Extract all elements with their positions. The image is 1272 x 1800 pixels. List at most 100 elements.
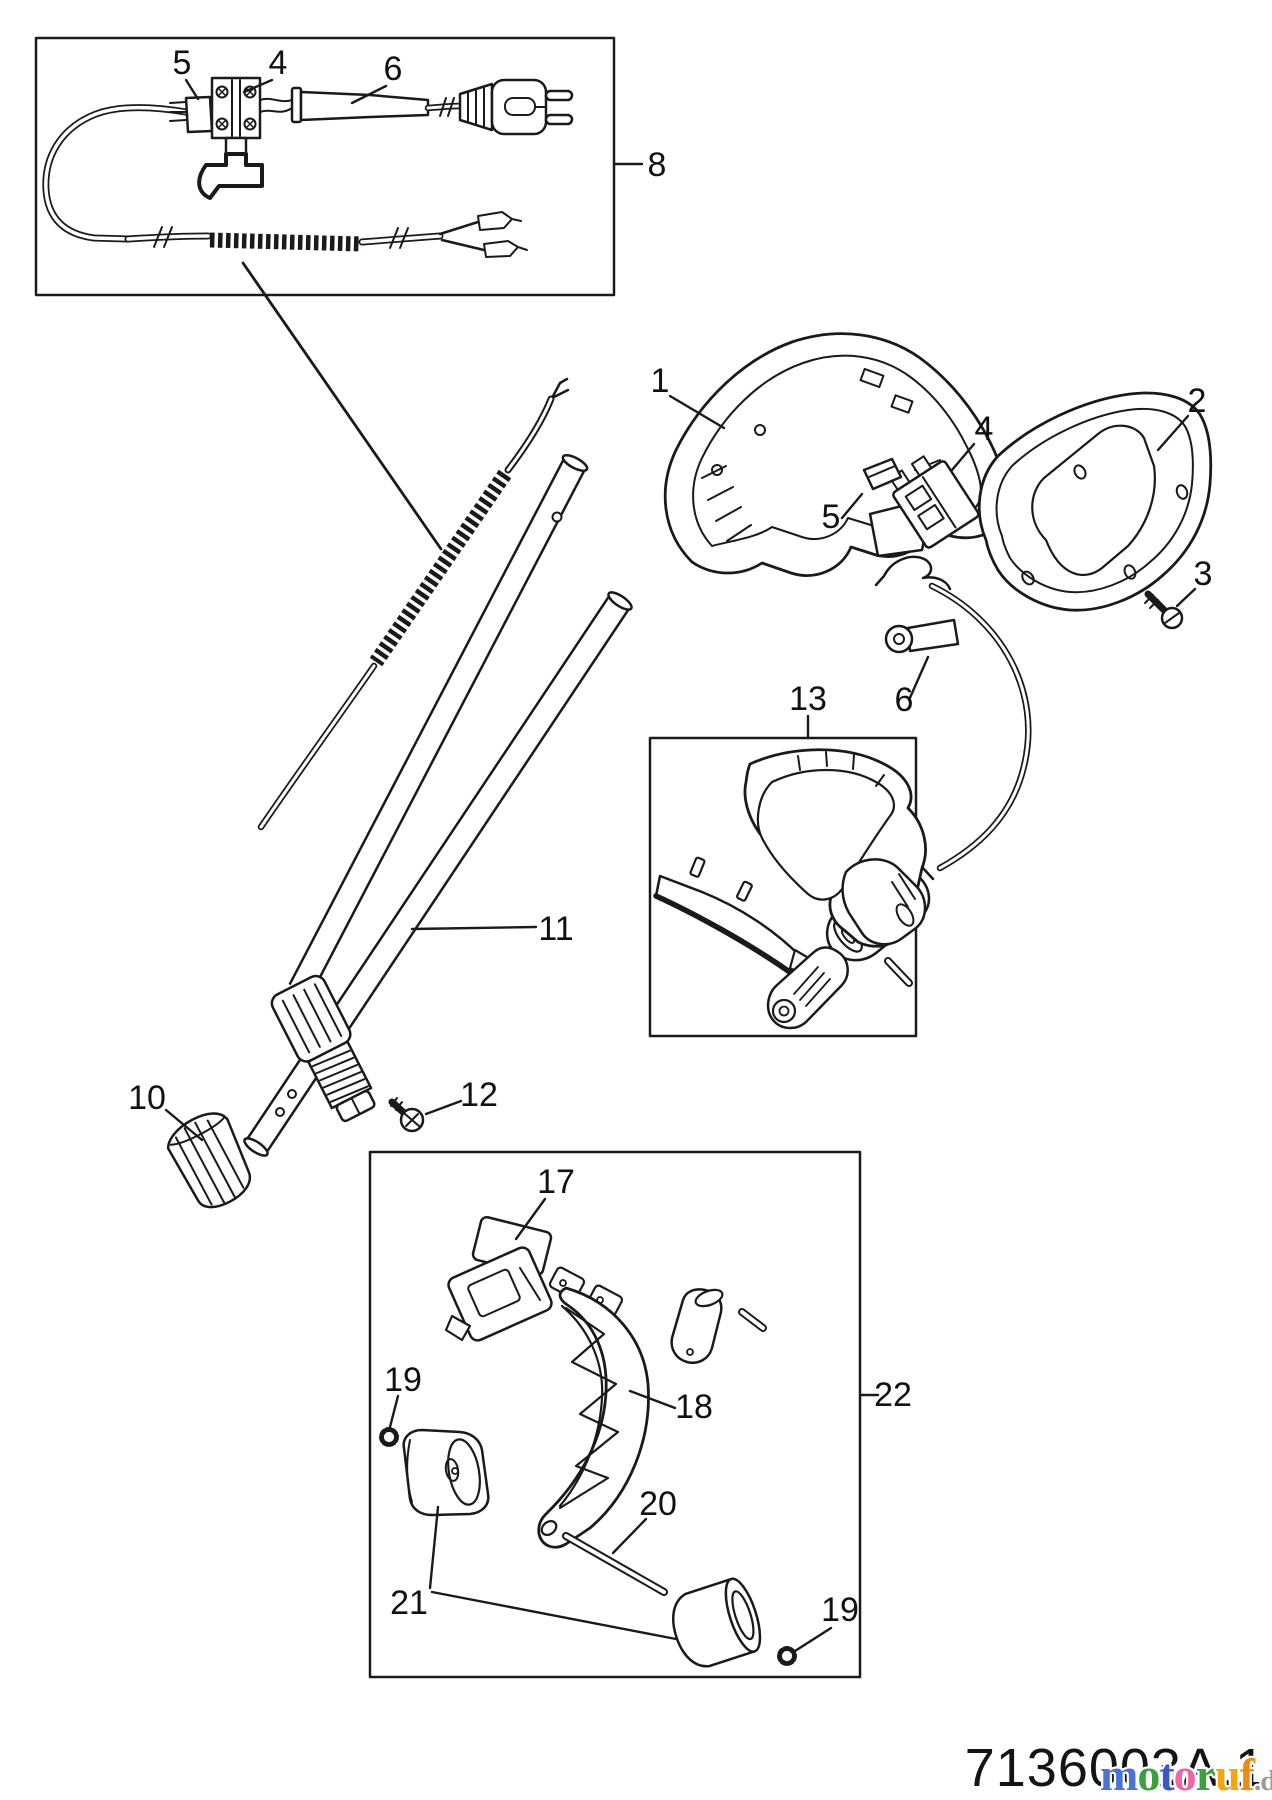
- leader-line: [1175, 587, 1197, 608]
- leader-line: [242, 78, 274, 94]
- drawing-number: 7136003A.1: [965, 1738, 1266, 1798]
- wheel-face: [447, 1438, 481, 1506]
- clip-eye: [771, 998, 797, 1024]
- detail-line: [686, 1348, 694, 1356]
- detail-line: [259, 97, 293, 113]
- callout-10: 10: [128, 1079, 166, 1117]
- spade-terminal: [477, 211, 513, 231]
- detail-line: [692, 354, 982, 547]
- shaft-end-cap: [607, 591, 633, 611]
- leader-line: [628, 1389, 677, 1410]
- bracket-truss: [558, 1306, 620, 1510]
- plug-prong: [544, 113, 574, 126]
- detail-line: [44, 106, 188, 241]
- housing-hole: [1123, 564, 1137, 580]
- housing-screw-part: [1144, 590, 1184, 630]
- detail-line: [558, 1304, 604, 1508]
- leader-line: [350, 84, 388, 105]
- support-bracket-part: [537, 1266, 650, 1549]
- wheel-kit-inset: 22 17 18: [368, 1150, 912, 1679]
- plug-prong: [544, 89, 574, 102]
- housing-hole: [1073, 464, 1087, 480]
- detail-line: [859, 367, 885, 389]
- detail-line: [596, 1296, 604, 1304]
- detail-line: [390, 1097, 403, 1111]
- detail-line: [511, 218, 522, 222]
- switch-part: [868, 455, 980, 558]
- sleeve-part: [670, 1288, 723, 1364]
- detail-line: [517, 246, 528, 251]
- switch-neck: [224, 136, 248, 156]
- wheel-bore: [731, 1590, 755, 1641]
- clamp-strip-part: [654, 874, 802, 975]
- clamp-strip-edge: [653, 893, 794, 976]
- detail-line: [793, 966, 831, 1007]
- callout-20: 20: [639, 1485, 677, 1523]
- detail-line: [467, 85, 485, 129]
- leader-line: [241, 261, 443, 551]
- watermark-letter: t: [1159, 1749, 1175, 1800]
- bracket-outline: [537, 1286, 650, 1549]
- leader-line: [907, 655, 930, 702]
- shaft-end-cap: [243, 1137, 269, 1157]
- clip-foot: [444, 1314, 472, 1342]
- leader-line: [668, 394, 726, 430]
- leader-line: [428, 1505, 678, 1641]
- callout-5b: 5: [822, 498, 841, 536]
- leader-line: [164, 1108, 204, 1142]
- detail-line: [930, 584, 1030, 870]
- trigger-part: [197, 152, 264, 200]
- callout-17: 17: [537, 1163, 575, 1201]
- callout-22: 22: [874, 1376, 912, 1414]
- screw-head-icon: [243, 117, 257, 131]
- detail-line: [290, 458, 585, 995]
- detail-line: [406, 1439, 413, 1503]
- shaft-hole: [551, 511, 563, 523]
- detail-line: [350, 1097, 361, 1116]
- callout-6: 6: [384, 50, 403, 88]
- watermark-letter: m: [1100, 1749, 1138, 1800]
- latch-clip-part: [444, 1215, 553, 1342]
- callout-5: 5: [173, 44, 192, 82]
- leader-line: [950, 442, 976, 472]
- callout-1: 1: [651, 362, 670, 400]
- cable-break-mark: [389, 227, 409, 249]
- leader-line: [388, 1394, 400, 1429]
- shaft-coupler: [270, 974, 376, 1123]
- cable-break-mark: [153, 226, 173, 248]
- tapping-screw-part: [388, 1097, 425, 1133]
- callout-4: 4: [269, 44, 288, 82]
- detail-line: [868, 465, 896, 478]
- detail-line: [174, 1119, 245, 1206]
- detail-line: [740, 1310, 765, 1330]
- bracket-hole: [540, 1520, 558, 1536]
- screw-head-icon: [215, 117, 229, 131]
- detail-line: [519, 1267, 541, 1301]
- cable-clamp-part: [184, 95, 214, 134]
- watermark-logo: motoruf.de: [1100, 1749, 1272, 1800]
- spade-terminal: [483, 240, 519, 258]
- callout-19a: 19: [384, 1361, 422, 1399]
- lock-washer-part: [777, 1646, 797, 1666]
- detail-line: [218, 88, 254, 128]
- detail-line: [890, 394, 914, 414]
- callout-12: 12: [460, 1076, 498, 1114]
- detail-line: [126, 234, 210, 241]
- detail-line: [917, 503, 945, 531]
- coiled-cable-group: [241, 261, 570, 831]
- coiled-section: [209, 232, 363, 252]
- power-lead-loop: [42, 104, 190, 243]
- inset-box-border: [34, 36, 616, 297]
- watermark-letter: f: [1240, 1749, 1256, 1800]
- detail-line: [891, 873, 916, 908]
- shaft-end-cap: [561, 454, 589, 472]
- detail-line: [169, 101, 187, 122]
- callout-19b: 19: [821, 1591, 859, 1629]
- detail-line: [404, 1113, 420, 1127]
- sleeve-opening: [694, 1288, 724, 1308]
- detail-line: [1031, 424, 1156, 577]
- watermark-letter: o: [1174, 1749, 1196, 1800]
- cable-hook-end: [550, 377, 570, 400]
